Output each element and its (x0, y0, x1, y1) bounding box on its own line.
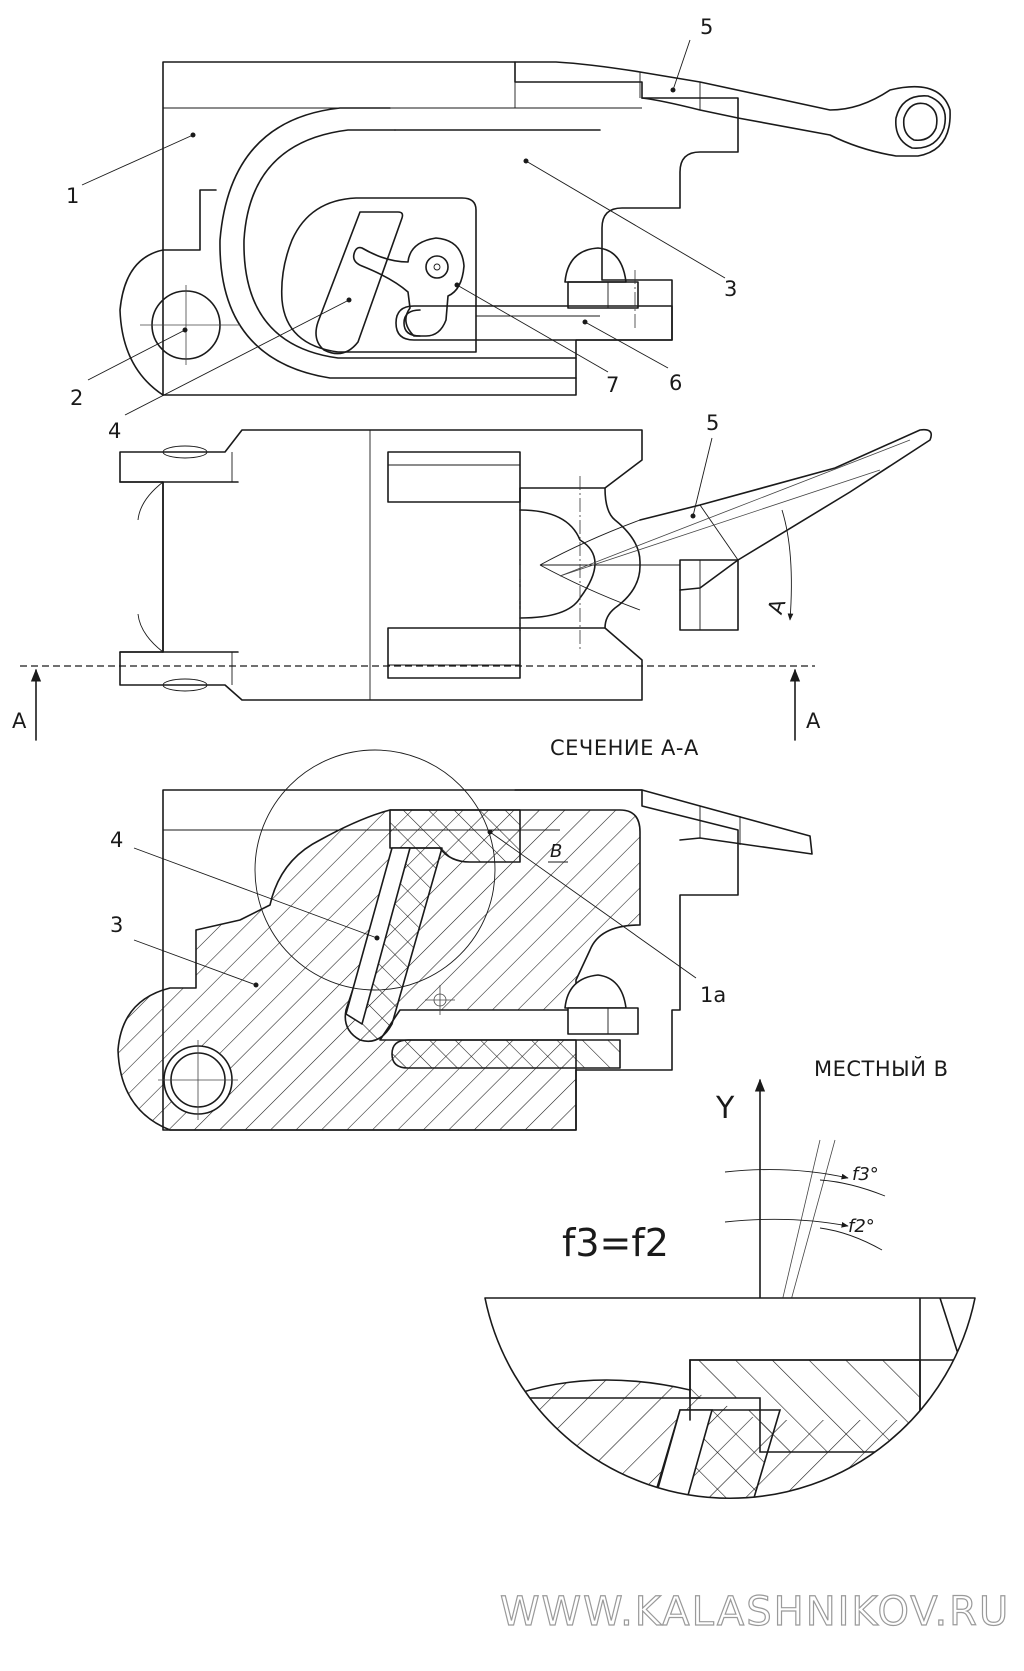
callout-6: 6 (669, 371, 682, 395)
detail-outline (484, 1297, 976, 1499)
section-caption: СЕЧЕНИЕ А-А (550, 736, 699, 760)
section-view: B 4 3 1a МЕСТНЫЙ В (110, 749, 949, 1131)
axis-y-label: Y (715, 1091, 735, 1126)
formula-label: f3=f2 (562, 1221, 669, 1265)
callout-4: 4 (108, 419, 121, 443)
plan-view: 5 А А А СЕЧЕНИЕ А-А (12, 411, 933, 760)
callout-4-section: 4 (110, 828, 123, 852)
side-view: 1 2 3 4 5 6 7 (66, 15, 951, 443)
angle-label-a: А (763, 595, 790, 617)
detail-caption: МЕСТНЫЙ В (814, 1056, 949, 1081)
detail-circle-b (254, 749, 496, 991)
detail-view: Y f3° f2° f3=f2 (484, 1078, 976, 1499)
callout-3-section: 3 (110, 913, 123, 937)
watermark: WWW.KALASHNIKOV.RU (500, 1589, 1010, 1635)
angle-f2-label: f2° (848, 1216, 875, 1237)
callout-5-plan: 5 (706, 411, 719, 435)
callout-7: 7 (606, 373, 619, 397)
section-mark-right: А (806, 709, 821, 733)
callout-2: 2 (70, 386, 83, 410)
callout-5: 5 (700, 15, 713, 39)
callout-3: 3 (724, 277, 737, 301)
callout-1a-section: 1a (700, 983, 726, 1007)
detail-ref-b: B (550, 841, 562, 862)
section-mark-left: А (12, 709, 27, 733)
callout-1: 1 (66, 184, 79, 208)
angle-f3-label: f3° (852, 1164, 879, 1185)
